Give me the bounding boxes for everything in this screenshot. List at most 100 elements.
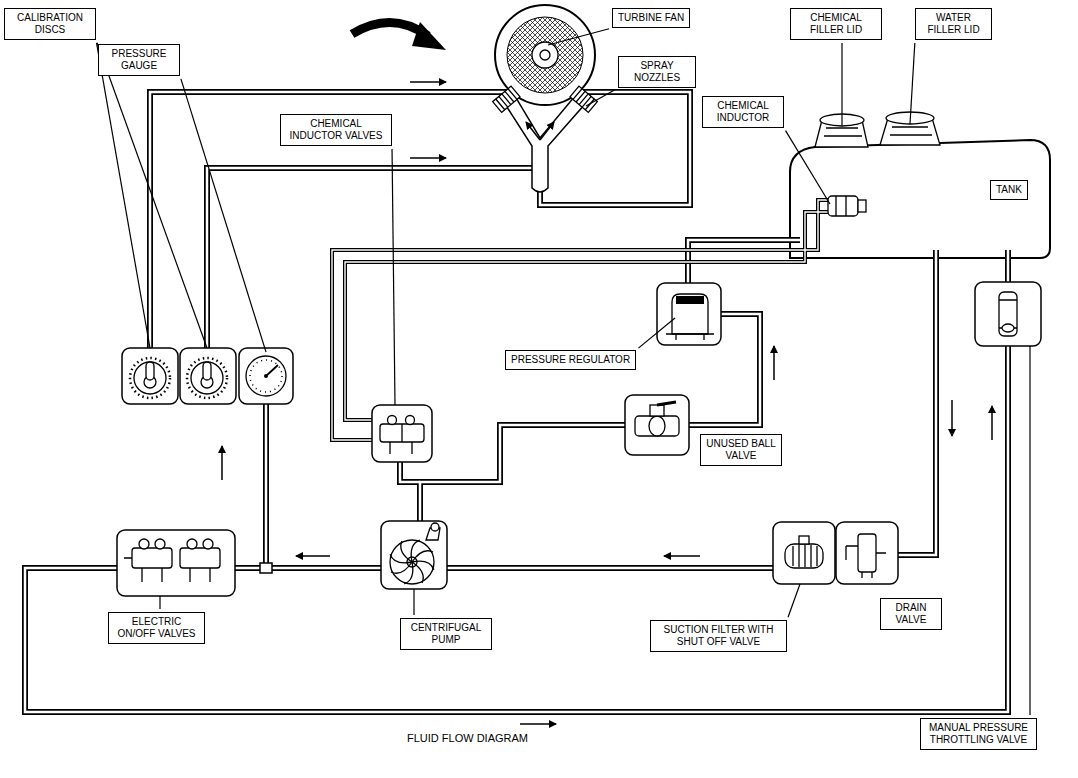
inductor-valves-drawing-part <box>388 416 397 425</box>
suction-filter-drawing <box>773 522 835 584</box>
callout-box: CENTRIFUGAL PUMP <box>400 618 492 650</box>
flow-arrow-part <box>991 406 993 440</box>
tank-drawing-part <box>890 127 932 135</box>
callout-box: CALIBRATION DISCS <box>4 8 96 40</box>
leader-line <box>910 43 915 124</box>
flow-arrow-part <box>520 723 556 725</box>
pipe-outline-part <box>263 400 269 568</box>
suction-filter-drawing-part <box>773 522 835 584</box>
pump-drawing-part <box>389 547 412 570</box>
throttle-valve-drawing-part <box>999 292 1017 336</box>
leader-line <box>97 43 150 348</box>
turbine-fan-drawing-part-part <box>573 89 594 110</box>
ball-valve-drawing-part <box>649 416 665 436</box>
inductor-valves-drawing-part <box>390 424 412 454</box>
pump-drawing-part <box>401 541 412 562</box>
pipe-bore-part <box>446 567 773 570</box>
callout-box: SPRAY NOZZLES <box>618 56 696 88</box>
pipe-outline-part <box>150 92 690 350</box>
pressure-gauge-drawing-part <box>239 348 293 404</box>
turbine-fan-drawing-part <box>505 96 585 192</box>
pressure-gauge-drawing-part <box>246 356 286 396</box>
on-off-valves-drawing-part <box>180 548 220 568</box>
callout-text: PRESSURE REGULATOR <box>511 354 630 366</box>
leader-line <box>181 79 266 352</box>
rotation-arrow-part <box>412 22 446 50</box>
pressure-gauge-drawing <box>239 348 293 404</box>
calibration-disc <box>122 348 178 404</box>
calibration-disc-part <box>180 348 236 404</box>
chemical-inductor-drawing <box>828 196 866 216</box>
regulator-drawing-part <box>672 294 708 334</box>
caption: FLUID FLOW DIAGRAM <box>405 732 530 745</box>
on-off-valves-drawing-part <box>117 530 235 596</box>
drain-valve-drawing-part <box>836 522 898 584</box>
callout-box: WATER FILLER LID <box>915 8 992 40</box>
callout-box: SUCTION FILTER WITH SHUT OFF VALVE <box>650 620 787 652</box>
turbine-fan-drawing-part <box>540 122 554 140</box>
throttle-valve-drawing <box>975 282 1041 346</box>
drain-valve-drawing <box>836 522 898 584</box>
pipe-outline-part <box>898 250 936 555</box>
flow-arrow-part <box>951 400 953 436</box>
callout-box: PRESSURE GAUGE <box>98 44 180 76</box>
tank-drawing-part <box>790 140 1050 258</box>
pressure-gauge-drawing-part <box>264 374 268 378</box>
calibration-disc-part <box>203 362 211 380</box>
drain-valve-drawing-part <box>846 546 886 578</box>
leader-line <box>788 584 800 617</box>
callout-box: CHEMICAL INDUCTOR <box>702 96 784 128</box>
suction-filter-drawing-part <box>785 544 823 568</box>
ball-valve-drawing-part <box>650 405 664 416</box>
turbine-fan-drawing-part <box>570 86 597 112</box>
flow-arrow-part <box>221 446 223 480</box>
chemical-line-outline-part <box>332 200 830 440</box>
callout-text: WATER FILLER LID <box>921 12 986 36</box>
turbine-fan-drawing-part <box>532 42 558 68</box>
calibration-disc <box>180 348 236 404</box>
pipe-bore-part <box>234 567 381 570</box>
pipe-outline-part <box>400 462 420 482</box>
on-off-valves-drawing-part <box>132 548 172 568</box>
pipe-bore-part <box>25 346 1008 712</box>
turbine-fan-drawing <box>493 5 598 192</box>
callout-box: CHEMICAL INDUCTOR VALVES <box>280 114 392 146</box>
callout-text: TANK <box>996 184 1022 196</box>
flow-arrow-part <box>296 555 330 557</box>
callout-box: TURBINE FAN <box>612 8 690 28</box>
callout-box: UNUSED BALL VALVE <box>700 434 782 466</box>
callout-text: ELECTRIC ON/OFF VALVES <box>114 616 199 640</box>
pressure-gauge-drawing-part <box>250 360 282 392</box>
throttle-valve-drawing-part <box>1002 324 1014 332</box>
pipe-outline-part <box>25 346 1008 712</box>
ball-valve-drawing <box>625 395 689 455</box>
turbine-fan-drawing-part-part <box>570 86 597 112</box>
turbine-fan-drawing-part <box>493 86 520 112</box>
pipe-outline-part <box>207 168 533 350</box>
chemical-inductor-drawing-part <box>858 200 866 212</box>
pipe-bore-part <box>150 92 690 350</box>
turbine-fan-drawing-part <box>540 50 550 60</box>
flow-arrow-part <box>773 346 775 380</box>
pipe-outline <box>25 92 1008 712</box>
callout-text: UNUSED BALL VALVE <box>706 438 776 462</box>
callout-text: CENTRIFUGAL PUMP <box>406 622 486 646</box>
leader-line <box>392 149 395 405</box>
leader-line <box>638 318 675 348</box>
inductor-valves-drawing-part <box>372 405 432 462</box>
pump-drawing-part <box>431 523 439 531</box>
pipe-bore-part <box>420 425 625 521</box>
pipe-bore-part <box>265 400 268 568</box>
pipe-bore-part <box>207 168 533 350</box>
on-off-valves-drawing-part <box>155 539 165 549</box>
chemical-line-outline <box>332 200 830 440</box>
callout-text: CHEMICAL FILLER LID <box>796 12 876 36</box>
turbine-fan-drawing-part <box>507 17 583 93</box>
callout-text: PRESSURE GAUGE <box>104 48 174 72</box>
on-off-valves-drawing-part <box>124 558 162 582</box>
chemical-line-bore-part <box>332 200 830 440</box>
callout-text: CHEMICAL INDUCTOR VALVES <box>286 118 386 142</box>
pipe-bore-part <box>898 250 936 555</box>
pump-drawing-part <box>412 554 435 577</box>
